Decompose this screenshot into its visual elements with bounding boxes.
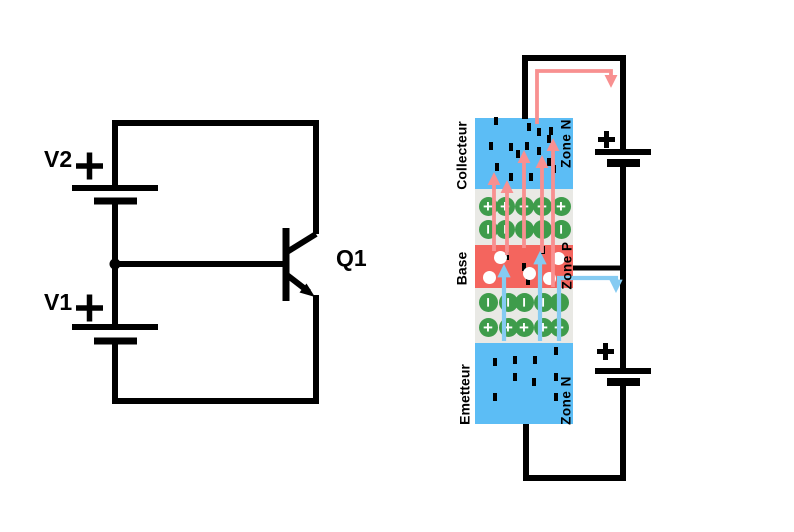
battery-bottom-plus-icon <box>597 343 614 360</box>
electron-dash <box>554 373 558 381</box>
electron-dash <box>505 252 509 260</box>
electron-dash <box>513 356 517 364</box>
v1-plus-icon <box>76 294 103 322</box>
negative-ion: − <box>514 292 534 312</box>
electron-dash <box>532 378 536 386</box>
emitter-terminal-label: Emetteur <box>456 364 473 425</box>
electron-dash <box>549 127 553 135</box>
hole-circle <box>493 250 507 264</box>
transistor-q1-label: Q1 <box>336 245 367 271</box>
electron-dash <box>493 358 497 366</box>
zone-p-base-label: Zone P <box>559 241 575 290</box>
base-terminal-label: Base <box>453 251 470 286</box>
wire-collector-to-battery <box>522 55 626 152</box>
wire-emitter-to-battery <box>523 386 626 481</box>
electron-dash <box>537 128 541 136</box>
negative-ion: − <box>478 292 498 312</box>
electron-dash <box>533 356 537 364</box>
zone-n-collector-label: Zone N <box>558 119 574 168</box>
electron-dash <box>554 347 558 355</box>
electron-dash <box>494 117 498 125</box>
electron-dash <box>547 158 551 166</box>
wire-bottom-loop <box>112 295 319 404</box>
wire-top-loop <box>112 120 319 234</box>
electron-dash <box>522 263 526 271</box>
electron-dash <box>509 173 513 181</box>
emitter-n-region <box>475 343 573 424</box>
electron-dash <box>529 173 533 181</box>
electron-dash <box>489 142 493 150</box>
transistor-collector-lead <box>285 231 318 255</box>
electron-dash <box>554 393 558 401</box>
electron-dash <box>527 123 531 131</box>
v2-source-label: V2 <box>44 146 73 172</box>
pink-collector-loop-arrow <box>535 69 618 124</box>
negative-ion: − <box>551 219 571 239</box>
positive-ion: + <box>514 317 534 337</box>
v1-source-label: V1 <box>44 289 73 315</box>
v2-plus-icon <box>76 152 103 180</box>
negative-ion: − <box>495 219 515 239</box>
base-flow-arrows-blue <box>497 250 623 341</box>
collector-terminal-label: Collecteur <box>453 121 470 190</box>
hole-circle <box>522 266 536 280</box>
positive-ion: + <box>478 317 498 337</box>
electron-dash <box>525 142 529 150</box>
battery-top-plus-icon <box>598 131 615 148</box>
positive-ion: + <box>551 196 571 216</box>
hole-circle <box>482 270 496 284</box>
electron-dash <box>526 277 530 285</box>
electron-dash <box>513 373 517 381</box>
positive-ion: + <box>495 196 515 216</box>
wire-junction-node <box>109 258 121 270</box>
electron-dash <box>537 147 541 155</box>
electron-dash <box>493 393 497 401</box>
zone-n-emitter-label: Zone N <box>558 376 574 425</box>
blue-base-loop-arrow <box>556 275 623 341</box>
electron-dash <box>495 163 499 171</box>
electron-dash <box>509 143 513 151</box>
transistor-emitter-arrow-icon <box>299 283 315 297</box>
electron-flow-arrows-pink <box>487 69 618 287</box>
